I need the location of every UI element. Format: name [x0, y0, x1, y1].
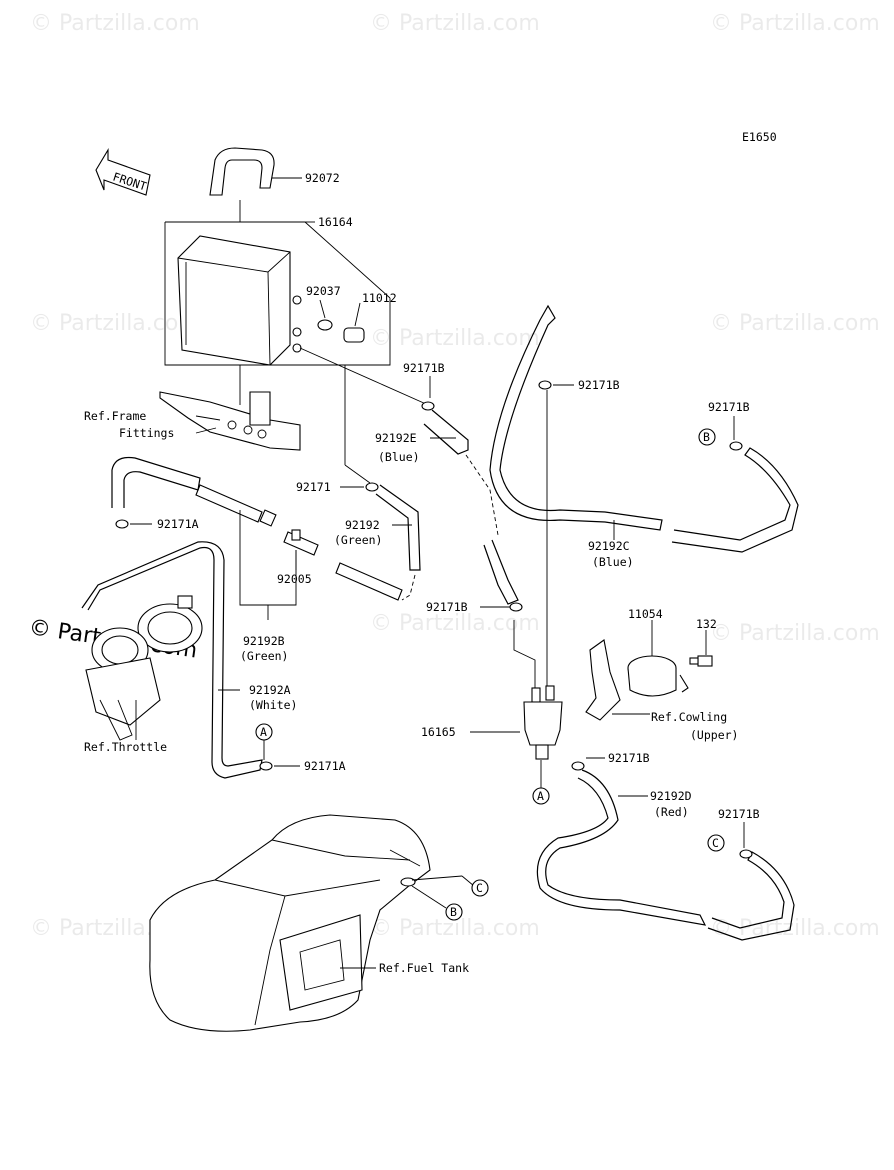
joint-92005[interactable] [283, 529, 319, 556]
watermark: © Partzilla.com [710, 11, 880, 36]
svg-text:C: C [476, 881, 483, 895]
connector-A-center: A [532, 787, 550, 805]
diagram-code: E1650 [742, 130, 777, 144]
ref-frame-line2: Fittings [119, 426, 174, 440]
tube-92192B-lower[interactable] [335, 562, 403, 601]
watermark: © Partzilla.com [710, 916, 880, 941]
connector-C-right: C [707, 834, 725, 852]
ref-cowling-line2: (Upper) [690, 728, 738, 742]
part-label-92171B-2: 92171B [578, 378, 620, 392]
part-label-92037: 92037 [306, 284, 341, 298]
frame-fittings-bracket [159, 391, 301, 451]
part-label-92192D-color: (Red) [654, 805, 689, 819]
connector-C-tank: C [471, 879, 489, 897]
svg-text:B: B [703, 430, 710, 444]
part-label-11012: 11012 [362, 291, 397, 305]
connector-A-left: A [255, 723, 273, 741]
clamp-92171A-2[interactable] [259, 761, 273, 771]
clamp-92171B-6[interactable] [739, 849, 753, 859]
part-label-92072: 92072 [305, 171, 340, 185]
clamp-92171B-4[interactable] [509, 602, 523, 612]
part-label-92192A: 92192A [249, 683, 291, 697]
part-label-92171B-5: 92171B [608, 751, 650, 765]
clamp-92171A-1[interactable] [115, 519, 129, 529]
part-label-11054: 11054 [628, 607, 663, 621]
clamp-92171[interactable] [365, 482, 379, 492]
watermark: © Partzilla.com [30, 311, 200, 336]
connector-B-tank: B [445, 903, 463, 921]
part-label-92171A-1: 92171A [157, 517, 199, 531]
part-label-92171B-4: 92171B [426, 600, 468, 614]
part-label-92192E-color: (Blue) [378, 450, 420, 464]
part-label-92005: 92005 [277, 572, 312, 586]
svg-text:B: B [450, 905, 457, 919]
hose-92192[interactable] [375, 484, 421, 571]
watermark: © Partzilla.com [710, 621, 880, 646]
clamp-92171B-3[interactable] [729, 441, 743, 451]
part-label-92171B-6: 92171B [718, 807, 760, 821]
hose-92192D[interactable] [536, 769, 795, 941]
part-label-92192D: 92192D [650, 789, 692, 803]
clamp-92171B-2[interactable] [538, 380, 552, 390]
ref-fuel-tank: Ref.Fuel Tank [379, 961, 469, 975]
watermark: © Partzilla.com [370, 11, 540, 36]
throttle-body [85, 595, 203, 741]
part-label-92171: 92171 [296, 480, 331, 494]
bolt-132[interactable] [689, 655, 713, 667]
part-label-92192C: 92192C [588, 539, 630, 553]
part-label-132: 132 [696, 617, 717, 631]
bracket-11054[interactable] [585, 639, 689, 721]
clamp-92171B-5[interactable] [571, 761, 585, 771]
part-label-92192C-color: (Blue) [592, 555, 634, 569]
canister-16164[interactable] [177, 235, 302, 366]
clamp-92171B-1[interactable] [421, 401, 435, 411]
cap-11012[interactable] [343, 327, 365, 343]
part-label-92192-color: (Green) [334, 533, 382, 547]
ref-throttle: Ref.Throttle [84, 740, 167, 754]
tube-92192B-upper[interactable] [195, 484, 277, 527]
hose-92192E[interactable] [423, 409, 469, 455]
separator-16165[interactable] [523, 685, 563, 760]
ref-frame-line1: Ref.Frame [84, 409, 146, 423]
svg-text:A: A [260, 725, 267, 739]
svg-text:A: A [537, 789, 544, 803]
part-label-92192B-color: (Green) [240, 649, 288, 663]
hose-92192E-lower[interactable] [483, 539, 519, 605]
part-label-92192E: 92192E [375, 431, 417, 445]
strap-92072[interactable] [209, 147, 275, 196]
clamp-92037[interactable] [317, 319, 333, 331]
hose-92192C[interactable] [489, 304, 799, 553]
svg-text:C: C [712, 836, 719, 850]
part-label-16165: 16165 [421, 725, 456, 739]
part-label-16164: 16164 [318, 215, 353, 229]
part-label-92171B-1: 92171B [403, 361, 445, 375]
part-label-92171A-2: 92171A [304, 759, 346, 773]
watermarks: © Partzilla.com © Partzilla.com © Partzi… [27, 11, 880, 941]
hose-92192A-upper[interactable] [111, 456, 201, 509]
ref-cowling-line1: Ref.Cowling [651, 710, 727, 724]
watermark: © Partzilla.com [30, 11, 200, 36]
part-label-92192: 92192 [345, 518, 380, 532]
part-label-92192B: 92192B [243, 634, 285, 648]
watermark: © Partzilla.com [710, 311, 880, 336]
fuel-tank [149, 814, 431, 1032]
part-label-92171B-3: 92171B [708, 400, 750, 414]
watermark: © Partzilla.com [370, 326, 540, 351]
watermark: © Partzilla.com [370, 611, 540, 636]
connector-B-right: B [698, 428, 716, 446]
part-label-92192A-color: (White) [249, 698, 297, 712]
front-arrow-icon: FRONT [95, 148, 151, 196]
